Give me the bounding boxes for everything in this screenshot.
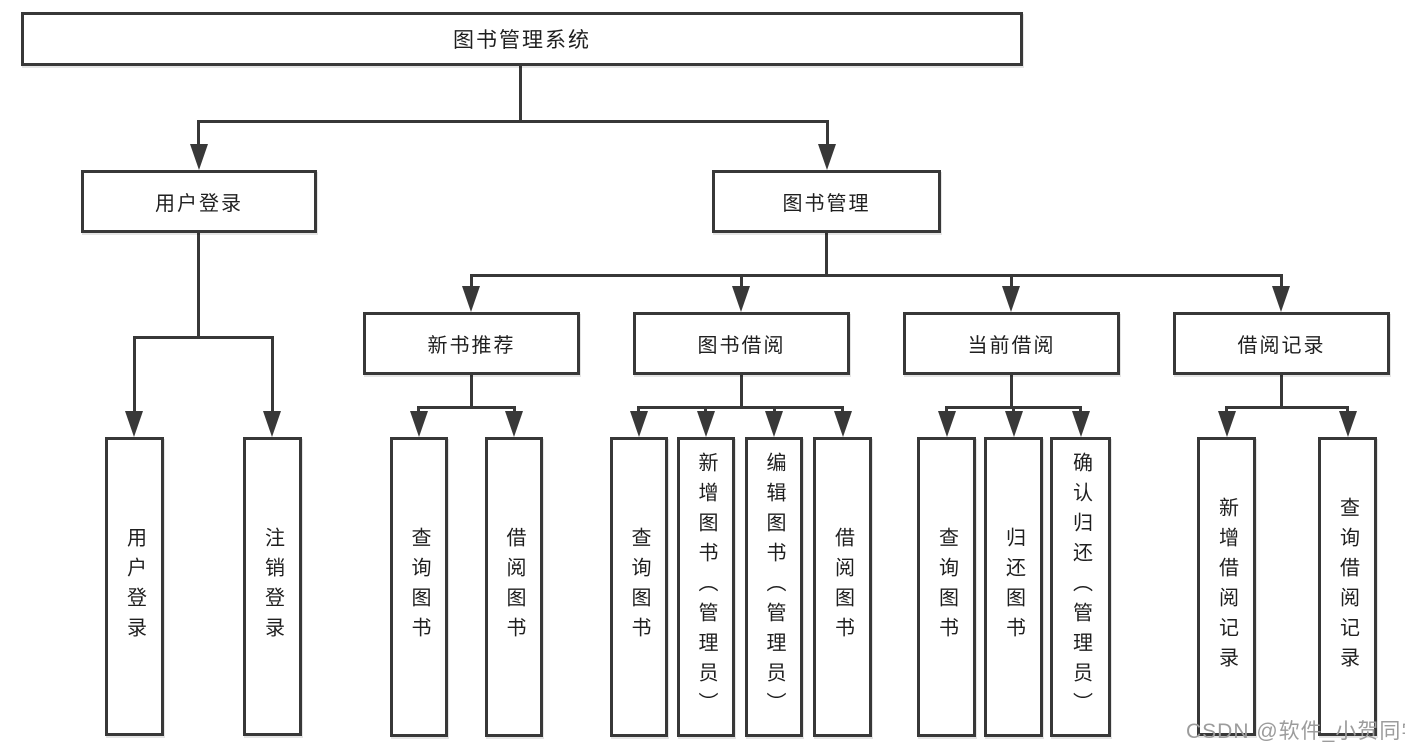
leaf-label: 查询图书 bbox=[408, 527, 430, 647]
connector-stem-leaf bbox=[841, 406, 844, 413]
leaf-return-books: 归还图书 bbox=[984, 437, 1043, 737]
connector-borrow-horizontal bbox=[639, 406, 844, 409]
node-borrowing-records: 借阅记录 bbox=[1173, 312, 1390, 375]
leaf-user-login: 用户登录 bbox=[105, 437, 164, 736]
connector-stem-leaf bbox=[773, 406, 776, 413]
leaf-edit-book-admin: 编辑图书（管理员） bbox=[745, 437, 803, 737]
leaf-add-borrow-record: 新增借阅记录 bbox=[1197, 437, 1256, 736]
connector-stem-leaf bbox=[704, 406, 707, 413]
connector-stem-leaf bbox=[1225, 406, 1228, 413]
connector-record-stem bbox=[1280, 375, 1283, 409]
connector-level1-horizontal bbox=[197, 120, 829, 123]
arrow-down-icon bbox=[1002, 286, 1020, 312]
leaf-label: 新增图书（管理员） bbox=[695, 452, 717, 722]
node-label: 图书管理系统 bbox=[453, 29, 591, 52]
connector-stem-leaf bbox=[470, 277, 473, 288]
leaf-query-books-recommend: 查询图书 bbox=[390, 437, 448, 737]
connector-current-stem bbox=[1010, 375, 1013, 409]
leaf-query-books-current: 查询图书 bbox=[917, 437, 976, 737]
connector-stem-leaf bbox=[417, 406, 420, 413]
connector-login-horizontal bbox=[133, 336, 274, 339]
arrow-down-icon bbox=[765, 411, 783, 437]
leaf-label: 用户登录 bbox=[123, 526, 146, 647]
node-label: 借阅记录 bbox=[1237, 335, 1326, 357]
node-new-book-recommend: 新书推荐 bbox=[363, 312, 580, 375]
connector-recommend-stem bbox=[470, 375, 473, 409]
arrow-down-icon bbox=[1218, 411, 1236, 437]
leaf-label: 注销登录 bbox=[261, 526, 284, 647]
arrow-down-icon bbox=[410, 411, 428, 437]
connector-stem-leaf bbox=[1012, 406, 1015, 413]
node-label: 图书管理 bbox=[782, 193, 871, 215]
connector-stem-leaf bbox=[1280, 277, 1283, 288]
arrow-down-icon bbox=[1005, 411, 1023, 437]
leaf-label: 查询借阅记录 bbox=[1336, 496, 1359, 677]
node-label: 图书借阅 bbox=[697, 335, 786, 357]
connector-stem-leaf bbox=[945, 406, 948, 413]
connector-root-stem bbox=[519, 66, 522, 123]
leaf-label: 编辑图书（管理员） bbox=[763, 452, 785, 722]
leaf-label: 查询图书 bbox=[935, 527, 958, 647]
watermark: CSDN @软件_小贺同学 bbox=[1186, 720, 1405, 743]
leaf-query-books-borrow: 查询图书 bbox=[610, 437, 668, 737]
arrow-down-icon bbox=[263, 411, 281, 437]
node-label: 用户登录 bbox=[155, 193, 243, 215]
arrow-down-icon bbox=[818, 144, 836, 170]
connector-stem-leaf bbox=[637, 406, 640, 413]
node-label: 新书推荐 bbox=[427, 335, 516, 357]
node-book-management: 图书管理 bbox=[712, 170, 941, 233]
connector-stem-leaf bbox=[133, 339, 136, 411]
connector-stem-leaf bbox=[513, 406, 516, 413]
leaf-label: 查询图书 bbox=[628, 527, 650, 647]
arrow-down-icon bbox=[630, 411, 648, 437]
node-library-management-system: 图书管理系统 bbox=[21, 12, 1023, 66]
leaf-borrow-books: 借阅图书 bbox=[813, 437, 872, 737]
connector-stem-user-login bbox=[197, 123, 200, 146]
arrow-down-icon bbox=[732, 286, 750, 312]
connector-stem-leaf bbox=[271, 339, 274, 411]
leaf-query-borrow-record: 查询借阅记录 bbox=[1318, 437, 1377, 736]
connector-book-mgmt-stem bbox=[825, 233, 828, 277]
connector-stem-leaf bbox=[1010, 277, 1013, 288]
leaf-label: 确认归还（管理员） bbox=[1069, 452, 1092, 722]
connector-record-horizontal bbox=[1226, 406, 1348, 409]
node-label: 当前借阅 bbox=[967, 335, 1056, 357]
leaf-logout: 注销登录 bbox=[243, 437, 302, 736]
connector-stem-leaf bbox=[740, 277, 743, 288]
leaf-add-book-admin: 新增图书（管理员） bbox=[677, 437, 735, 737]
leaf-label: 借阅图书 bbox=[503, 527, 525, 647]
node-user-login: 用户登录 bbox=[81, 170, 317, 233]
leaf-borrow-books-recommend: 借阅图书 bbox=[485, 437, 543, 737]
connector-recommend-horizontal bbox=[418, 406, 515, 409]
arrow-down-icon bbox=[834, 411, 852, 437]
arrow-down-icon bbox=[125, 411, 143, 437]
arrow-down-icon bbox=[462, 286, 480, 312]
leaf-label: 借阅图书 bbox=[831, 527, 854, 647]
connector-level2-horizontal bbox=[470, 274, 1283, 277]
node-current-borrowing: 当前借阅 bbox=[903, 312, 1120, 375]
connector-stem-leaf bbox=[1079, 406, 1082, 413]
arrow-down-icon bbox=[1072, 411, 1090, 437]
arrow-down-icon bbox=[938, 411, 956, 437]
arrow-down-icon bbox=[1272, 286, 1290, 312]
arrow-down-icon bbox=[505, 411, 523, 437]
connector-borrow-stem bbox=[740, 375, 743, 409]
connector-login-stem bbox=[197, 233, 200, 339]
arrow-down-icon bbox=[697, 411, 715, 437]
arrow-down-icon bbox=[190, 144, 208, 170]
leaf-label: 归还图书 bbox=[1002, 527, 1025, 647]
connector-stem-leaf bbox=[1346, 406, 1349, 413]
node-book-borrowing: 图书借阅 bbox=[633, 312, 850, 375]
leaf-label: 新增借阅记录 bbox=[1215, 496, 1238, 677]
connector-stem-book-management bbox=[826, 123, 829, 146]
leaf-confirm-return-admin: 确认归还（管理员） bbox=[1050, 437, 1111, 737]
arrow-down-icon bbox=[1339, 411, 1357, 437]
